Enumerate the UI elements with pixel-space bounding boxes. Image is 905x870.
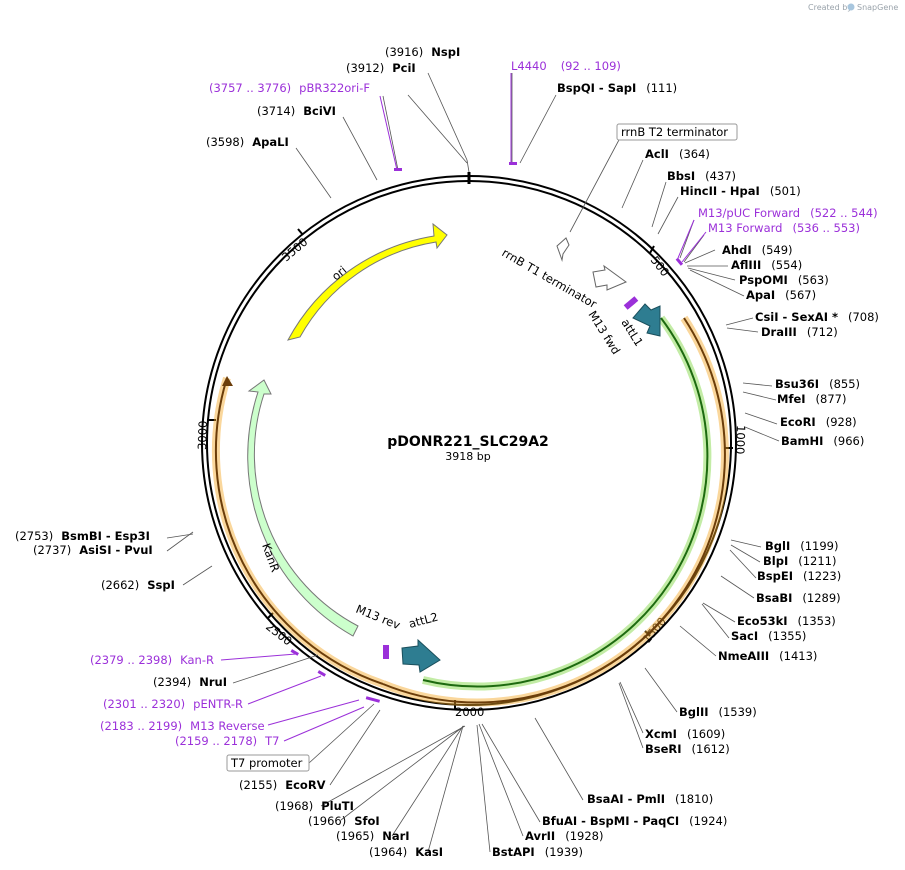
leader-lines	[166, 72, 780, 853]
attl2-label: attL2	[407, 610, 439, 631]
boxed-rrnb-t2: rrnB T2 terminator	[616, 123, 738, 141]
insert-left-halo	[211, 376, 385, 688]
primer-l4440: L4440(92 .. 109)	[511, 59, 621, 73]
primer-m13-forward: M13 Forward(536 .. 553)	[708, 221, 860, 235]
primer-pentr-r: (2301 .. 2320)pENTR-R	[103, 697, 243, 711]
boxed-t7-promoter: T7 promoter	[226, 754, 310, 772]
site-bseri: BseRI(1612)	[645, 742, 730, 756]
site-avrii: AvrII(1928)	[525, 829, 603, 843]
attl1-arrow	[632, 303, 661, 337]
rrnb-t2-label: rrnB T2 terminator	[621, 125, 728, 139]
t7-promoter-label: T7 promoter	[230, 756, 303, 770]
insert-orange-halo	[381, 315, 729, 707]
site-hincii: HincII- HpaI(501)	[680, 184, 801, 198]
tick-mark	[267, 612, 274, 619]
site-ecorv: (2155)EcoRV	[239, 778, 326, 792]
site-afliii: AflIII(554)	[731, 258, 802, 272]
site-nmeaiii: NmeAIII(1413)	[718, 649, 817, 663]
plasmid-name: pDONR221_SLC29A2	[387, 434, 549, 450]
tick-mark	[297, 228, 304, 236]
tick-2000: 2000	[455, 705, 484, 719]
primer-t7: (2159 .. 2178)T7	[175, 734, 279, 748]
site-bamhi: BamHI(966)	[781, 434, 864, 448]
site-bspei: BspEI(1223)	[757, 569, 841, 583]
m13-rev-label: M13 rev	[354, 602, 403, 632]
plasmid-length: 3918 bp	[445, 450, 490, 463]
site-sfoi: (1966)SfoI	[308, 814, 380, 828]
insert-arrowhead	[222, 376, 233, 386]
m13-fwd-label: M13 fwd	[585, 308, 623, 357]
site-nspi: (3916)NspI	[385, 45, 460, 59]
snapgene-credit: Created by SnapGene	[808, 3, 898, 12]
credit-text: Created by	[808, 3, 852, 12]
tick-3000: 3000	[195, 420, 210, 450]
site-apai: ApaI(567)	[746, 288, 816, 302]
credit-brand: SnapGene	[857, 3, 898, 12]
site-labels: (3916)NspI (3912)PciI (3714)BciVI (3598)…	[15, 45, 879, 859]
insert-green-halo	[422, 315, 712, 691]
site-saci: SacI(1355)	[731, 629, 806, 643]
rrnb-t1-label: rrnB T1 terminator	[500, 245, 600, 311]
m13-rev-mark	[383, 645, 389, 659]
site-bsmbi: (2753)BsmBI- Esp3I	[15, 529, 150, 543]
insert-orange-line	[382, 317, 726, 704]
kanr-label: KanR	[259, 541, 282, 574]
site-acli: AclI(364)	[645, 147, 710, 161]
primer-leaders	[220, 73, 707, 742]
tick-1000: 1000	[733, 425, 748, 455]
site-bspqi: BspQI- SapI(111)	[557, 81, 677, 95]
site-blpi: BlpI(1211)	[763, 554, 836, 568]
site-pspomi: PspOMI(563)	[739, 273, 829, 287]
site-bbsi: BbsI(437)	[667, 169, 736, 183]
site-eco53ki: Eco53kI(1353)	[737, 614, 836, 628]
site-ahdi: AhdI(549)	[722, 243, 793, 257]
primer-labels: L4440(92 .. 109) (3757 .. 3776)pBR322ori…	[90, 59, 878, 748]
tick-mark	[649, 245, 655, 254]
site-nari: (1965)NarI	[336, 829, 410, 843]
site-csii: CsiI- SexAI *(708)	[755, 310, 879, 324]
site-bsabi: BsaBI(1289)	[756, 591, 841, 605]
tick-500: 500	[648, 253, 673, 279]
site-bfuai: BfuAI- BspMI- PaqCI(1924)	[542, 814, 727, 828]
insert-green-line	[422, 317, 709, 688]
rrnb-t2-arrow	[556, 237, 570, 262]
site-bcivi: (3714)BciVI	[257, 104, 336, 118]
site-kasi: (1964)KasI	[369, 845, 443, 859]
snapgene-logo-icon	[847, 3, 855, 11]
site-bstapi: BstAPI(1939)	[492, 845, 583, 859]
site-mfei: MfeI(877)	[777, 392, 846, 406]
site-pluti: (1968)PluTI	[275, 799, 354, 813]
site-xcmi: XcmI(1609)	[645, 727, 725, 741]
m13-fwd-mark	[623, 296, 639, 310]
primer-ticks	[290, 162, 684, 703]
site-ecori: EcoRI(928)	[780, 415, 857, 429]
ori-feature	[287, 222, 448, 341]
primer-m13-reverse: (2183 .. 2199)M13 Reverse	[100, 719, 265, 733]
site-bsaai: BsaAI- PmlI(1810)	[587, 792, 713, 806]
site-pcii: (3912)PciI	[346, 61, 416, 75]
kanr-feature	[247, 379, 359, 637]
site-bglii: BglII(1539)	[679, 705, 757, 719]
rrnb-t1-arrow	[592, 264, 628, 291]
site-apali: (3598)ApaLI	[206, 135, 289, 149]
site-sspi: (2662)SspI	[101, 578, 175, 592]
site-bsu36i: Bsu36I(855)	[775, 377, 860, 391]
attl2-arrow	[401, 638, 441, 673]
site-bgli: BglI(1199)	[765, 539, 838, 553]
primer-kan-r: (2379 .. 2398)Kan-R	[90, 653, 214, 667]
site-draiii: DraIII(712)	[761, 325, 838, 339]
primer-pbr322ori-f: (3757 .. 3776)pBR322ori-F	[209, 81, 370, 95]
primer-m13-puc-forward: M13/pUC Forward(522 .. 544)	[698, 206, 878, 220]
insert-left-line	[214, 377, 384, 685]
site-asisi: (2737)AsiSI- PvuI	[33, 543, 153, 557]
site-nrui: (2394)NruI	[153, 675, 227, 689]
ticks: 500 1000 1500 2000 2500 3000 3500	[195, 228, 748, 719]
